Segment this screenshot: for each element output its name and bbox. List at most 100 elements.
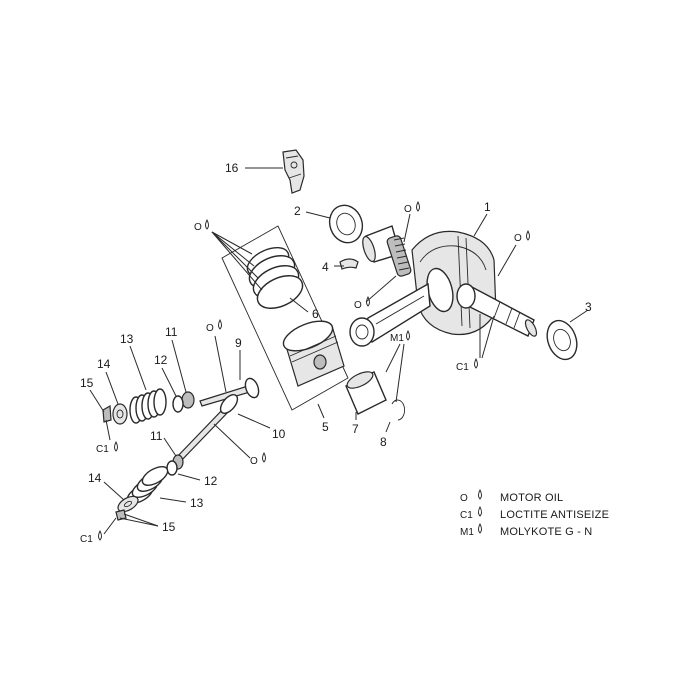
leader-11b [163,437,177,457]
drop-icon [98,529,102,541]
oil-symbol-crank-right: O [514,229,530,244]
part-9-valve-upper [199,377,260,407]
oil-symbol-crank-top: O [404,200,420,215]
part-12-washer-upper [172,395,184,413]
svg-text:O: O [206,323,214,334]
callout-7: 7 [352,422,359,436]
drop-icon [478,522,482,534]
molykote-symbol-rod: M1 [390,329,410,344]
leader-14b [103,481,125,501]
part-8-circlip [391,399,406,421]
part-3-washer [546,319,578,361]
part-13-spring-upper [129,388,167,424]
loctite-symbol-upper: C1 [96,440,118,455]
part-12-washer-lower [166,460,178,476]
svg-text:C1: C1 [456,362,469,373]
part-4-key [339,258,359,270]
svg-text:O: O [250,456,258,467]
part-1-crankshaft [362,225,538,337]
part-7-piston-pin [345,371,387,415]
leader-6 [289,297,309,313]
callout-6: 6 [312,307,319,321]
svg-text:M1: M1 [390,333,404,344]
loctite-symbol-lower: C1 [80,529,102,545]
oil-symbol-rings: O [194,218,209,233]
svg-text:C1: C1 [460,510,473,521]
svg-text:O: O [354,300,362,311]
leader-5 [317,403,325,419]
svg-text:O: O [194,222,202,233]
svg-text:C1: C1 [80,534,93,545]
part-15-keepers-lower [115,509,127,521]
part-16-bracket [282,149,305,194]
drop-icon [205,218,209,230]
callout-15b: 15 [162,520,176,534]
callout-15a: 15 [80,376,94,390]
drop-icon [406,329,410,341]
drop-icon [262,451,266,463]
callout-14a: 14 [97,357,111,371]
svg-text:O: O [514,233,522,244]
piston [282,320,345,387]
callout-1: 1 [484,200,491,214]
svg-text:O: O [404,204,412,215]
legend-row-oil: O MOTOR OIL [460,488,563,504]
callout-3: 3 [585,300,592,314]
legend-row-molykote: M1 MOLYKOTE G - N [460,522,592,538]
svg-text:O: O [460,493,468,504]
leader-11a [171,339,187,393]
callout-11a: 11 [165,325,178,339]
leader-2 [305,211,331,219]
callout-9: 9 [235,336,242,350]
part-15-keepers-upper [102,405,112,423]
drop-icon [114,440,118,452]
callout-14b: 14 [88,471,102,485]
piston-group-box [221,225,349,411]
leader-13a [129,345,147,391]
drop-icon [218,318,222,330]
drop-icon [526,229,530,241]
callout-2: 2 [294,204,301,218]
callout-4: 4 [322,260,329,274]
callout-13a: 13 [120,332,134,346]
leader-10 [237,413,271,429]
leader-12a [161,367,177,397]
callout-13b: 13 [190,496,204,510]
leader-1 [473,213,488,237]
callout-12a: 12 [154,353,168,367]
callout-8: 8 [380,435,387,449]
callout-16: 16 [225,161,239,175]
leader-15b-1 [123,513,159,527]
drop-icon [474,357,478,369]
part-14-retainer-upper [112,403,128,425]
part-11-seal-upper [181,391,195,409]
connecting-rod [349,282,431,347]
drop-icon [478,505,482,517]
leader-8 [385,421,391,433]
leader-13b [159,497,187,503]
part-14-retainer-lower [117,495,139,513]
legend-row-loctite: C1 LOCTITE ANTISEIZE [460,505,609,521]
leader-15b-2 [119,517,159,527]
legend-oil-label: MOTOR OIL [500,492,563,504]
leader-3 [569,309,589,323]
legend-loctite-label: LOCTITE ANTISEIZE [500,509,609,521]
oil-symbol-crank-left: O [354,295,370,311]
svg-text:C1: C1 [96,444,109,455]
leader-15a [89,389,105,413]
oil-symbol-valve-upper: O [206,318,222,334]
legend-molykote-label: MOLYKOTE G - N [500,526,592,538]
callout-12b: 12 [204,474,218,488]
leader-14a [105,371,119,405]
oil-symbol-valve-lower: O [250,451,266,467]
legend: O MOTOR OIL C1 LOCTITE ANTISEIZE M1 MOLY… [460,488,609,538]
leader-12b [177,473,201,481]
drop-icon [478,488,482,500]
svg-text:M1: M1 [460,527,474,538]
part-2-washer [328,204,364,244]
drop-icon [416,200,420,212]
loctite-symbol-shaft: C1 [456,357,478,373]
part-6-piston-rings [246,246,304,309]
callout-5: 5 [322,420,329,434]
